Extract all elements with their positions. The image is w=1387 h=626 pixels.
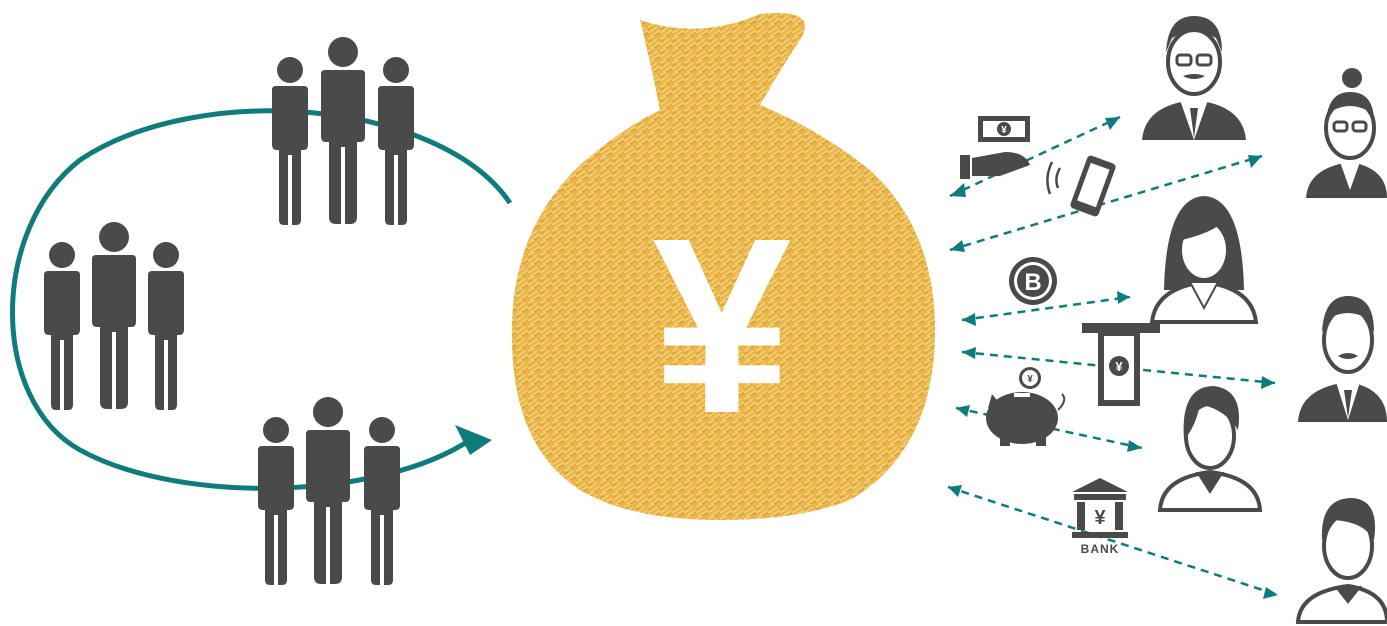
bank-icon: ¥ BANK — [1072, 478, 1128, 556]
people-group-top — [272, 37, 414, 225]
smartphone-payment-icon — [1046, 155, 1116, 217]
cycle-arrow — [10, 108, 513, 491]
bank-yen-symbol: ¥ — [1094, 507, 1106, 529]
atm-cash-icon: ¥ — [1082, 323, 1160, 406]
woman-glasses-bun-icon — [1306, 68, 1387, 198]
woman-long-hair-icon — [1149, 196, 1259, 324]
cash-in-hand-icon: ¥ — [960, 116, 1030, 179]
money-bag-yen-icon: ¥ — [511, 13, 935, 520]
man-glasses-mustache-icon — [1142, 16, 1246, 140]
people-group-bottom — [258, 397, 400, 585]
piggy-bank-icon: ¥ — [986, 367, 1066, 446]
bank-label: BANK — [1081, 542, 1120, 556]
transfer-arrowheads — [948, 117, 1278, 599]
woman-short-hair-icon — [1157, 386, 1263, 512]
people-group-left — [44, 222, 184, 410]
bitcoin-icon: B — [1009, 257, 1057, 305]
man-mustache-icon — [1298, 296, 1387, 422]
piggy-yen-symbol: ¥ — [1027, 374, 1033, 385]
cash-yen-symbol: ¥ — [1001, 125, 1007, 136]
bitcoin-symbol: B — [1024, 269, 1041, 296]
atm-yen-symbol: ¥ — [1115, 359, 1123, 374]
man-short-hair-icon — [1295, 498, 1387, 624]
yen-symbol: ¥ — [652, 186, 791, 465]
